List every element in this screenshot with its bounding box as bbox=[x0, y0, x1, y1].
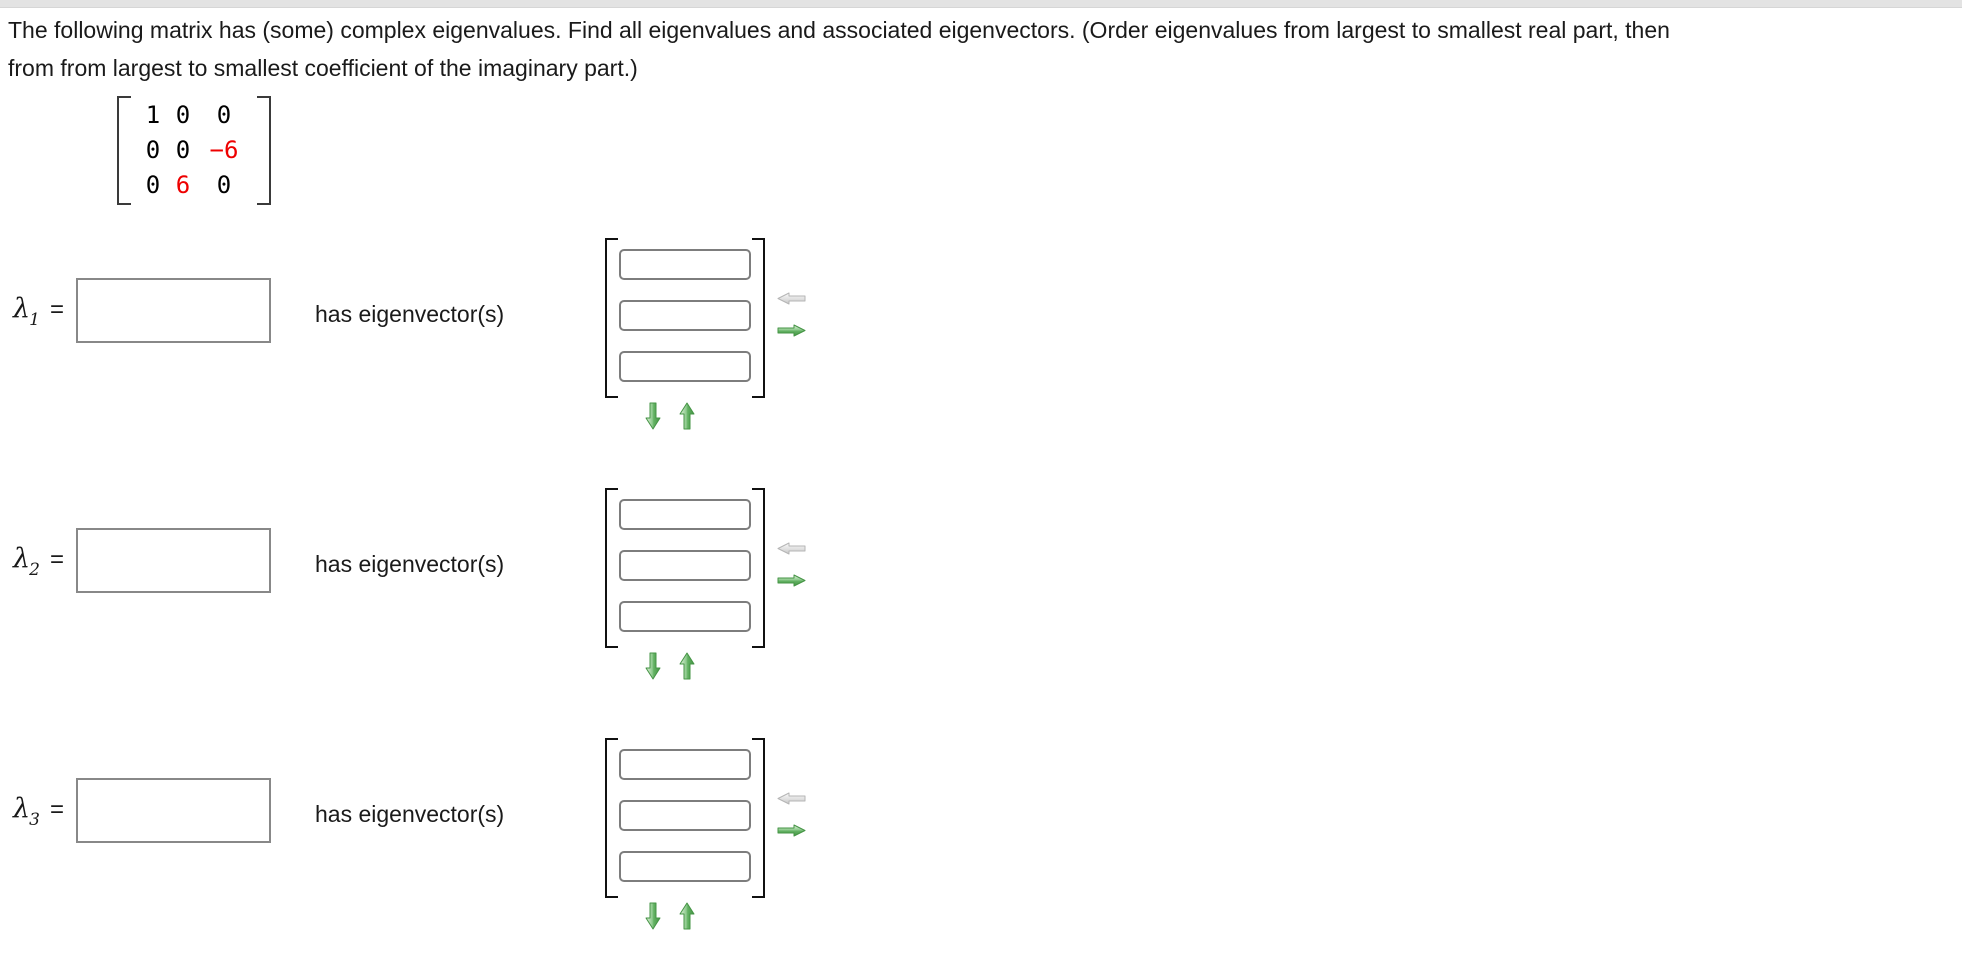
right-arrow-icon bbox=[777, 574, 805, 587]
problem-statement: The following matrix has (some) complex … bbox=[8, 11, 1958, 87]
has-eigenvectors-label-1: has eigenvector(s) bbox=[315, 301, 505, 327]
eigenvector-2-matrix bbox=[605, 488, 765, 648]
eigenvector-3-component-3-input[interactable] bbox=[619, 851, 751, 882]
vector-right-bracket bbox=[752, 738, 765, 898]
eigenvector-1-component-2-input[interactable] bbox=[619, 300, 751, 331]
lambda-3-input[interactable] bbox=[76, 778, 271, 843]
left-arrow-icon bbox=[777, 292, 805, 305]
eigenvector-3-matrix bbox=[605, 738, 765, 898]
has-eigenvectors-label-2: has eigenvector(s) bbox=[315, 551, 505, 577]
vector-left-bracket bbox=[605, 238, 618, 398]
up-arrow-icon bbox=[679, 902, 695, 930]
matrix-cell: 0 bbox=[216, 101, 232, 129]
matrix-cell: 0 bbox=[145, 136, 161, 164]
left-arrow-icon bbox=[777, 542, 805, 555]
up-arrow-icon bbox=[679, 402, 695, 430]
matrix-cell: −6 bbox=[209, 136, 239, 164]
right-arrow-icon bbox=[777, 324, 805, 337]
lambda-2-input[interactable] bbox=[76, 528, 271, 593]
matrix-right-bracket bbox=[257, 96, 271, 205]
vector-right-bracket bbox=[752, 238, 765, 398]
add-vector-row-button[interactable] bbox=[679, 902, 695, 930]
left-arrow-icon bbox=[777, 792, 805, 805]
up-arrow-icon bbox=[679, 652, 695, 680]
eigenvector-2-component-3-input[interactable] bbox=[619, 601, 751, 632]
problem-statement-line-1: The following matrix has (some) complex … bbox=[8, 17, 1670, 43]
lambda-1-input[interactable] bbox=[76, 278, 271, 343]
vector-right-bracket bbox=[752, 488, 765, 648]
matrix-cell: 6 bbox=[175, 171, 191, 199]
problem-statement-line-2: from from largest to smallest coefficien… bbox=[8, 55, 638, 81]
matrix-cells: 1 0 0 0 0 −6 0 6 0 bbox=[131, 96, 257, 205]
add-vector-row-button[interactable] bbox=[679, 652, 695, 680]
matrix-cell: 0 bbox=[175, 136, 191, 164]
eigenvector-1-matrix bbox=[605, 238, 765, 398]
down-arrow-icon bbox=[645, 652, 661, 680]
matrix-cell: 0 bbox=[175, 101, 191, 129]
right-arrow-icon bbox=[777, 824, 805, 837]
eigenvector-1-component-3-input[interactable] bbox=[619, 351, 751, 382]
add-vector-row-button[interactable] bbox=[679, 402, 695, 430]
matrix-cell: 1 bbox=[145, 101, 161, 129]
lambda-1-label: λ1= bbox=[13, 293, 64, 331]
add-eigenvector-column-button[interactable] bbox=[776, 324, 806, 337]
lambda-2-label: λ2= bbox=[13, 543, 64, 581]
eigenvector-2-component-2-input[interactable] bbox=[619, 550, 751, 581]
remove-eigenvector-column-button bbox=[776, 292, 806, 305]
remove-vector-row-button[interactable] bbox=[645, 902, 661, 930]
matrix-cell: 0 bbox=[145, 171, 161, 199]
add-eigenvector-column-button[interactable] bbox=[776, 574, 806, 587]
coefficient-matrix: 1 0 0 0 0 −6 0 6 0 bbox=[117, 96, 271, 205]
remove-eigenvector-column-button bbox=[776, 542, 806, 555]
has-eigenvectors-label-3: has eigenvector(s) bbox=[315, 801, 505, 827]
matrix-cell: 0 bbox=[216, 171, 232, 199]
vector-left-bracket bbox=[605, 738, 618, 898]
remove-vector-row-button[interactable] bbox=[645, 652, 661, 680]
remove-vector-row-button[interactable] bbox=[645, 402, 661, 430]
eigenvector-3-component-1-input[interactable] bbox=[619, 749, 751, 780]
eigenvector-3-component-2-input[interactable] bbox=[619, 800, 751, 831]
add-eigenvector-column-button[interactable] bbox=[776, 824, 806, 837]
matrix-left-bracket bbox=[117, 96, 131, 205]
top-divider-bar bbox=[0, 0, 1962, 8]
down-arrow-icon bbox=[645, 402, 661, 430]
lambda-3-label: λ3= bbox=[13, 793, 64, 831]
eigenvector-2-component-1-input[interactable] bbox=[619, 499, 751, 530]
remove-eigenvector-column-button bbox=[776, 792, 806, 805]
vector-left-bracket bbox=[605, 488, 618, 648]
eigenvector-1-component-1-input[interactable] bbox=[619, 249, 751, 280]
down-arrow-icon bbox=[645, 902, 661, 930]
